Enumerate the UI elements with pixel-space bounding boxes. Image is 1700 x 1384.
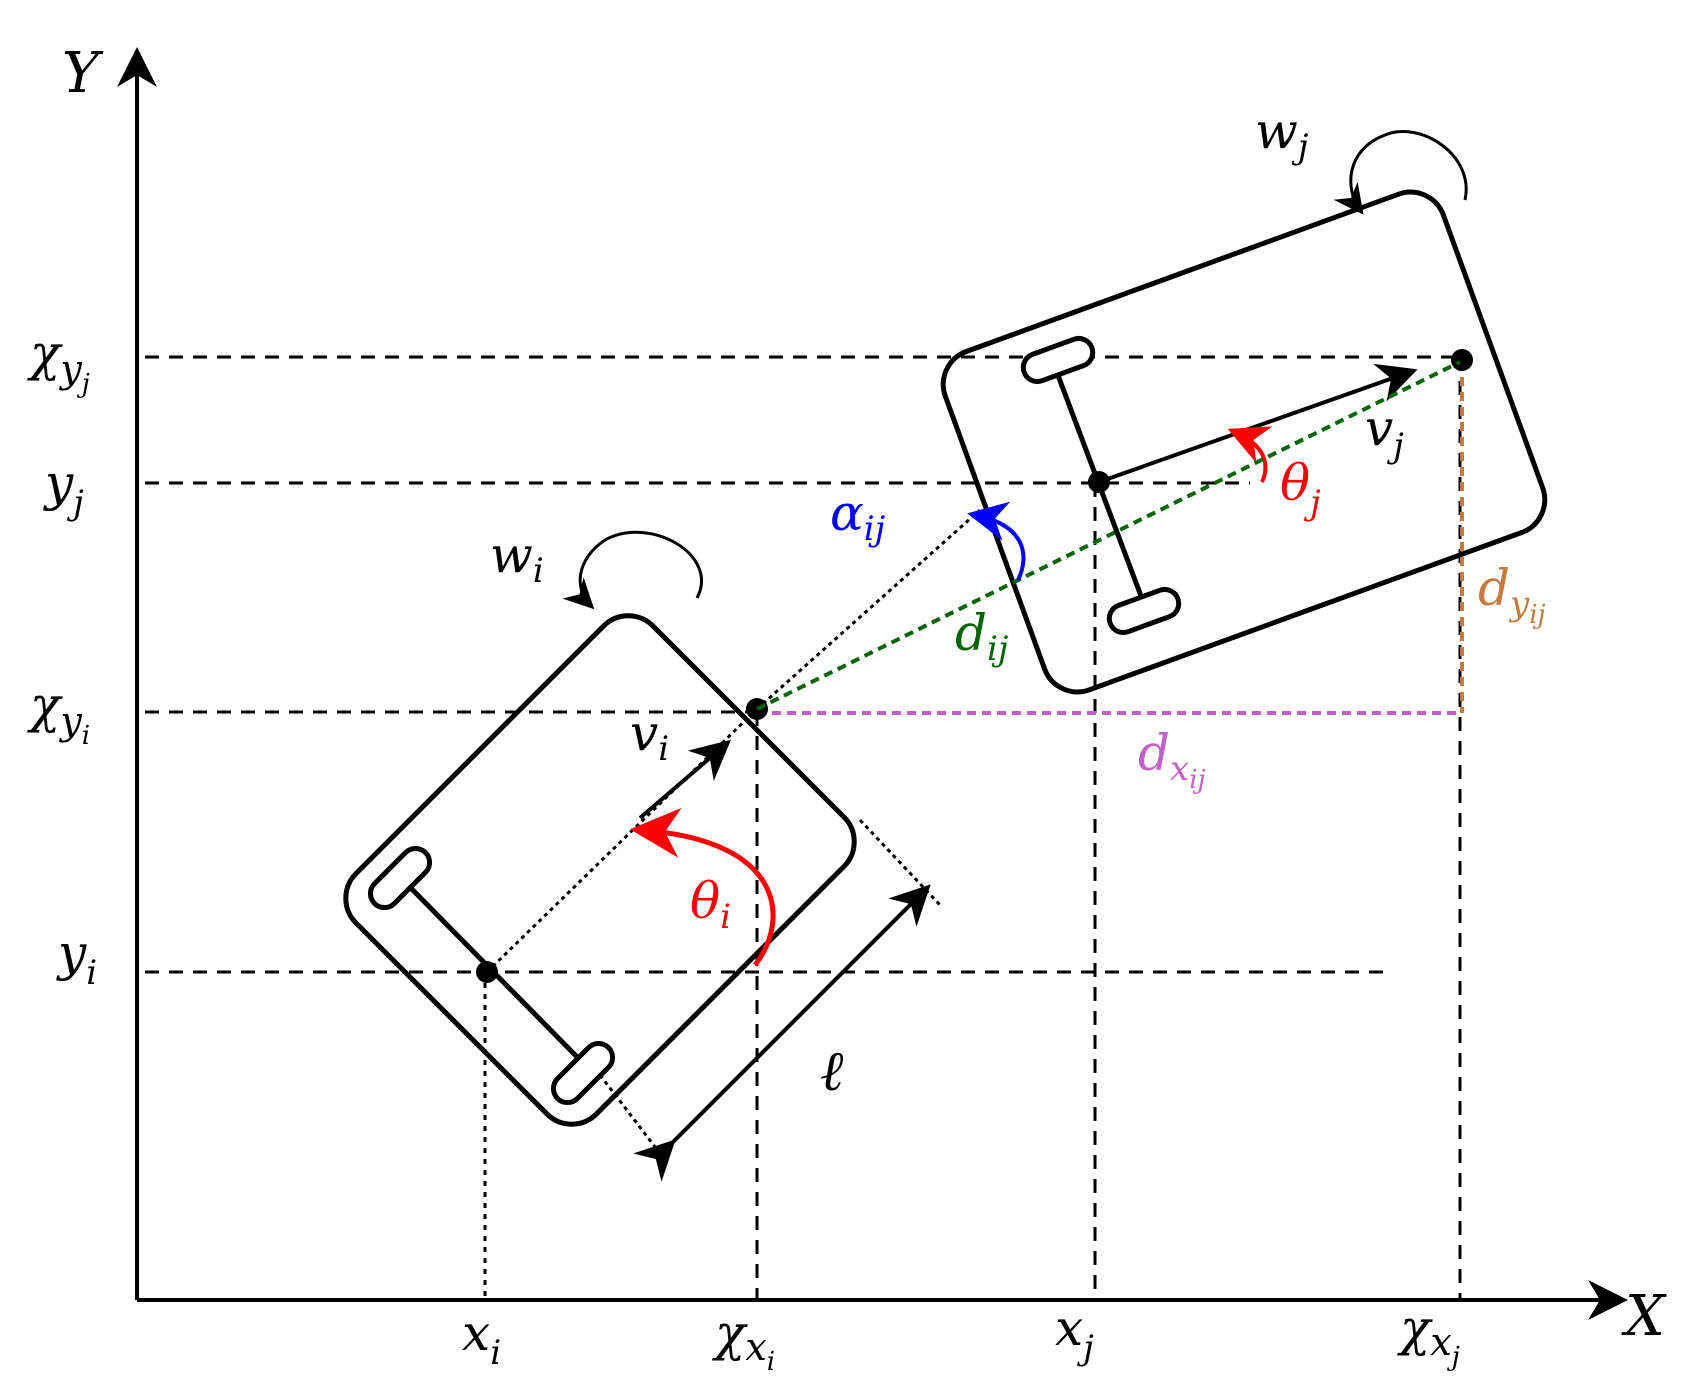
- x-tick-xj: xj: [1055, 1299, 1094, 1368]
- robot-i-rotation-arrow: [562, 530, 703, 610]
- robot-j-front-point: [1451, 349, 1473, 371]
- robot-i-velocity-arrow: [638, 739, 732, 820]
- robot-j-heading-arc: [1227, 426, 1273, 483]
- robot-i-heading-dotted: [485, 707, 759, 974]
- x-axis-label: X: [1621, 1284, 1667, 1349]
- robot-i-wheel-bottom: [550, 1040, 616, 1106]
- alpha-arc: [967, 501, 1026, 581]
- robot-j-wheel-top: [1020, 335, 1096, 385]
- horizontal-guides: [145, 355, 1460, 974]
- y-axis-label: Y: [62, 41, 104, 106]
- dy-label: dyij: [1478, 559, 1546, 630]
- robot-j-omega-label: wj: [1255, 102, 1309, 167]
- robot-j-velocity-label: vj: [1365, 399, 1404, 466]
- y-tick-yi: yi: [56, 924, 97, 993]
- robot-j-wheel-bottom: [1106, 586, 1182, 636]
- robot-i-length-guide-bottom: [598, 1074, 667, 1161]
- robot-j-rotation-arrow: [1333, 129, 1468, 215]
- x-tick-xi: xi: [462, 1304, 501, 1373]
- robot-i-wheel-top: [367, 845, 433, 911]
- distance-line: [756, 360, 1461, 711]
- robot-i: [343, 530, 942, 1182]
- alpha-label: αij: [830, 484, 886, 549]
- alpha-reference-line: [756, 508, 981, 711]
- x-tick-chi-xj: χxj: [1397, 1299, 1460, 1372]
- robot-j-heading-label: θj: [1280, 454, 1321, 523]
- robot-i-velocity-label: vi: [630, 704, 669, 769]
- distance-label: dij: [955, 604, 1009, 669]
- x-tick-chi-xi: χxi: [712, 1304, 775, 1377]
- robot-i-omega-label: wi: [490, 526, 544, 591]
- robot-i-length-label: ℓ: [820, 1039, 844, 1104]
- robot-i-length-arrow: [633, 884, 931, 1182]
- y-tick-yj: yj: [43, 454, 84, 523]
- y-tick-chi-yj: χyj: [27, 324, 90, 399]
- dx-label: dxij: [1138, 724, 1206, 795]
- y-tick-chi-yi: χyi: [27, 676, 90, 751]
- robot-i-heading-label: θi: [690, 872, 731, 937]
- robot-j-velocity-arrow: [1098, 363, 1418, 484]
- robot-i-length-guide-top: [858, 818, 942, 907]
